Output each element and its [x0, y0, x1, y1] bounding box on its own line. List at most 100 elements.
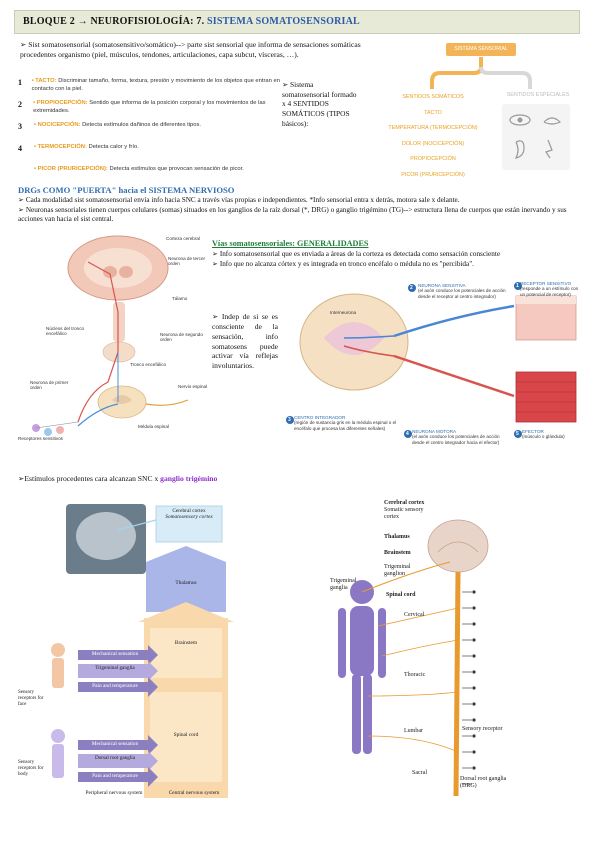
label-talamo: Tálamo [172, 296, 188, 301]
drg-body: ➢ Cada modalidad sist somatosensorial en… [18, 196, 584, 225]
drg-title: DRGs COMO "PUERTA" hacia el SISTEMA NERV… [18, 185, 235, 195]
flow-drg: Dorsal root ganglia [94, 755, 136, 761]
body-anatomy-figure [338, 519, 489, 797]
list-number: 4 [18, 144, 22, 153]
flow-peripheral: Peripheral nervous system [85, 790, 143, 796]
intro-text: Sist somatosensorial (somatosensitivo/so… [20, 40, 361, 60]
label-centro-integrador: CENTRO INTEGRADOR (región de sustancia g… [294, 415, 404, 431]
label-nervio: Nervio espinal [178, 384, 208, 389]
list-item: 4 • TERMOCEPCIÓN: Detecta calor y frío. [18, 144, 288, 166]
right-trig-ganglion: Trigeminal ganglion [384, 564, 411, 577]
vias-title: Vías somatosensoriales: GENERALIDADES [212, 239, 369, 248]
list-key: • NOCICEPCIÓN: [34, 122, 81, 128]
estimulos-highlight: ganglio trigémino [160, 474, 218, 483]
sentido-item: PROPIOCEPCIÓN [410, 156, 456, 162]
list-text: Detecta estímulos dañinos de diferentes … [82, 122, 202, 128]
motora-title: NEURONA MOTORA [412, 429, 457, 434]
list-text: Discriminar tamaño, forma, textura, pres… [31, 78, 280, 92]
reflex-num-4: 4 [406, 431, 409, 437]
list-number: 1 [18, 78, 22, 87]
label-neurona-sensitiva: NEURONA SENSITIVA (el axón conduce los p… [418, 283, 508, 299]
right-cortex-sub: Somatic sensory cortex [384, 506, 424, 520]
right-sensory-receptor: Sensory receptor [462, 726, 503, 732]
header-title: SISTEMA SOMATOSENSORIAL [207, 16, 360, 27]
neurona-sensitiva-desc: (el axón conduce los potenciales de acci… [418, 288, 506, 299]
list-text: Detecta calor y frío. [88, 144, 139, 150]
label-receptor-sensitivo: RECEPTOR SENSITIVO (responde a un estímu… [520, 281, 584, 297]
intro-bullet: ➢ [20, 40, 27, 49]
right-drg: Dorsal root ganglia (DRG) [460, 776, 507, 789]
right-cortex-title: Cerebral cortex [384, 500, 425, 506]
drg-line-1: ➢ Cada modalidad sist somatosensorial en… [18, 196, 460, 204]
reflex-num-3: 3 [288, 417, 291, 423]
special-senses-icon [509, 114, 562, 159]
centro-title: CENTRO INTEGRADOR [294, 415, 346, 420]
efector-title: EFECTOR [522, 429, 544, 434]
estimulos-prefix: ➢Estímulos procedentes cara alcanzan SNC… [18, 474, 159, 483]
label-primer-orden: Neurona de primer orden [30, 380, 69, 391]
label-corteza: Corteza cerebral [166, 236, 200, 241]
reflex-num-1: 1 [516, 283, 519, 289]
centro-desc: (región de sustancia gris en la médula e… [294, 420, 397, 431]
list-key: • PROPIOCEPCIÓN: [33, 100, 88, 106]
tipos-text: ➢ Sistema somatosensorial formado x 4 SE… [282, 80, 357, 128]
list-text: Detecta estímulos que provocan sensación… [109, 166, 244, 172]
flow-diagram [51, 504, 234, 798]
sentidos-somaticos-list: SENTIDOS SOMÁTICOS TACTO TEMPERATURA (TE… [378, 90, 488, 183]
sentido-item: DOLOR (NOCICEPCIÓN) [401, 140, 465, 147]
flow-mech-1: Mechanical sensation [91, 651, 139, 657]
sentidos-especiales-title: SENTIDOS ESPECIALES [506, 92, 570, 98]
pathway-figure [32, 235, 189, 436]
list-key: • TERMOCEPCIÓN: [34, 144, 87, 150]
list-item: 2 • PROPIOCEPCIÓN: Sentido que informa d… [18, 100, 288, 122]
receptor-desc: (responde a un estímulo con un potencial… [520, 286, 579, 297]
sentido-item: PICOR (PRURICEPCIÓN) [401, 171, 465, 178]
neurona-sensitiva-title: NEURONA SENSITIVA [418, 283, 466, 288]
efector-desc: (músculo o glándula) [522, 434, 565, 440]
drg-line-2: ➢ Neuronas sensoriales tienen cuerpos ce… [18, 205, 567, 224]
flow-brainstem: Brainstem [174, 640, 198, 646]
flow-trig: Trigeminal ganglia [95, 665, 135, 671]
numbered-list: 1 • TACTO: Discriminar tamaño, forma, te… [18, 78, 288, 188]
vias-body: ➢ Info somatosensorial que es enviada a … [212, 250, 582, 269]
label-nucleos: Núcleos del tronco encefálico [46, 326, 85, 337]
motora-desc: (el axón conduce los potenciales de acci… [412, 434, 500, 445]
right-thalamus: Thalamus [384, 534, 410, 540]
sentido-item: TACTO [424, 109, 442, 116]
header-prefix: BLOQUE 2 → NEUROFISIOLOGÍA: 7. [23, 16, 205, 27]
flow-cortex: Cerebral cortex Somatosensory cortex [156, 508, 222, 521]
reflex-num-5: 5 [516, 431, 519, 437]
flow-spinal-cord: Spinal cord [173, 732, 199, 738]
flow-sens-face: Sensory receptors for face [18, 690, 44, 707]
list-number: 3 [18, 122, 22, 131]
flow-central: Central nervous system [168, 790, 220, 796]
flow-pain-2: Pain and temperature [92, 773, 138, 779]
right-lumbar: Lumbar [404, 728, 423, 734]
label-receptores: Receptores sensitivos [18, 436, 63, 441]
sistema-sensorial-box: SISTEMA SENSORIAL [446, 43, 516, 56]
flow-thalamus: Thalamus [175, 580, 197, 586]
sentidos-branch-lines [430, 57, 532, 89]
list-number: 2 [18, 100, 22, 109]
right-trig-ganglia: Trigeminal ganglia [330, 578, 357, 591]
list-item: 3 • NOCICEPCIÓN: Detecta estímulos dañin… [18, 122, 288, 144]
flow-sens-body: Sensory receptors for body [18, 760, 44, 777]
label-medula: Médula espinal [138, 424, 169, 429]
flow-pain-1: Pain and temperature [92, 683, 138, 689]
page-header: BLOQUE 2 → NEUROFISIOLOGÍA: 7. SISTEMA S… [14, 10, 580, 34]
vias-line-1: ➢ Info somatosensorial que es enviada a … [212, 250, 501, 258]
estimulos-line: ➢Estímulos procedentes cara alcanzan SNC… [18, 474, 418, 483]
vias-side-text: ➢ Indep de si se es consciente de la sen… [212, 312, 278, 371]
list-item: • PICOR (PRURICEPCIÓN): Detecta estímulo… [18, 166, 288, 188]
reflex-arc-figure [286, 282, 577, 438]
list-key: • PICOR (PRURICEPCIÓN): [34, 166, 108, 172]
flow-cortex-sub: Somatosensory cortex [165, 514, 213, 521]
sentido-item: TEMPERATURA (TERMOCEPCIÓN) [388, 125, 478, 131]
flow-mech-2: Mechanical sensation [91, 741, 139, 747]
label-efector: EFECTOR (músculo o glándula) [522, 429, 584, 440]
sentidos-somaticos-title: SENTIDOS SOMÁTICOS [402, 94, 464, 100]
right-thoracic: Thoracic [404, 672, 426, 678]
list-text: Sentido que informa de la posición corpo… [33, 100, 266, 114]
right-spinal-cord: Spinal cord [386, 592, 416, 598]
right-cervical: Cervical [404, 612, 425, 618]
